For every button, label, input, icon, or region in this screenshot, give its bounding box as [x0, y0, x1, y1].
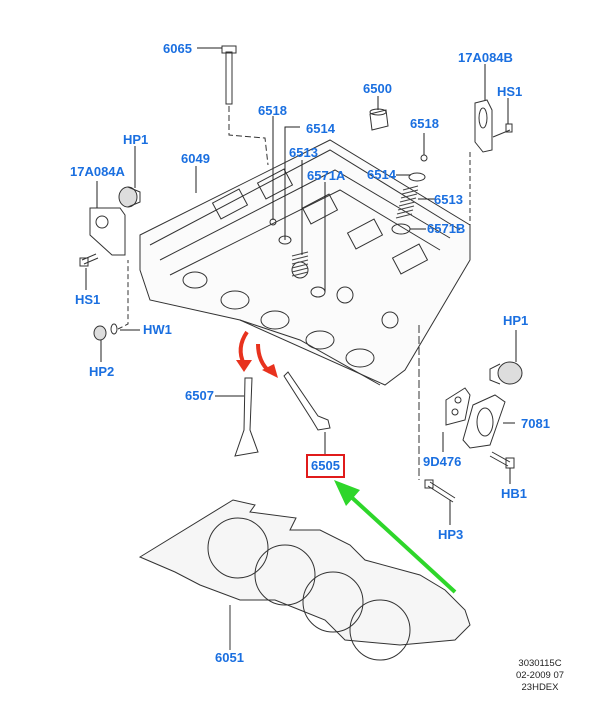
label-HP1-right: HP1	[503, 313, 529, 328]
head-gasket-6051	[138, 499, 471, 661]
label-6065: 6065	[163, 41, 192, 56]
label-HS1-left: HS1	[75, 292, 101, 307]
label-6051: 6051	[215, 650, 244, 665]
label-HB1: HB1	[501, 486, 528, 501]
label-HP2: HP2	[89, 364, 115, 379]
label-HS1-right: HS1	[497, 84, 523, 99]
label-HP1-left: HP1	[123, 132, 149, 147]
label-7081: 7081	[521, 416, 550, 431]
reference-date: 02-2009 07	[515, 670, 565, 681]
label-6514-right: 6514	[367, 167, 396, 182]
label-6513-left: 6513	[289, 145, 318, 160]
label-6505-highlighted: 6505	[306, 454, 345, 478]
bolt-6065	[221, 45, 269, 166]
label-6514-left: 6514	[306, 121, 335, 136]
label-HW1: HW1	[143, 322, 172, 337]
green-arrow	[334, 480, 457, 594]
label-9D476: 9D476	[423, 454, 462, 469]
diagram-reference: 3030115C 02-2009 07 23HDEX	[500, 658, 580, 694]
label-HP3: HP3	[438, 527, 464, 542]
label-6518-left: 6518	[258, 103, 287, 118]
label-6049: 6049	[181, 151, 210, 166]
label-17A084A: 17A084A	[70, 164, 125, 179]
label-6518-right: 6518	[410, 116, 439, 131]
reference-model: 23HDEX	[521, 682, 559, 693]
label-6571A: 6571A	[307, 168, 346, 183]
label-6500: 6500	[363, 81, 392, 96]
label-6513-right: 6513	[434, 192, 463, 207]
valve-6505	[283, 371, 331, 431]
label-17A084B: 17A084B	[458, 50, 513, 65]
label-6571B: 6571B	[427, 221, 466, 236]
reference-code: 3030115C	[518, 658, 562, 669]
valve-6507	[234, 377, 259, 457]
cylinder-head	[139, 139, 471, 386]
label-6507: 6507	[185, 388, 214, 403]
